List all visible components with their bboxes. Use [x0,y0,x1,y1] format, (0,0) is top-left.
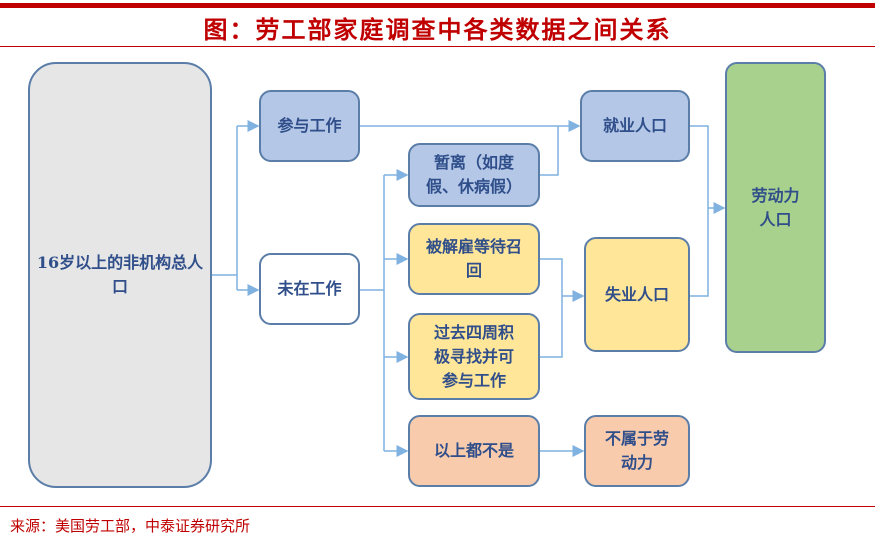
title-divider [0,46,875,47]
top-rule [0,3,875,8]
node-not-working: 未在工作 [259,253,360,325]
node-temp-absent: 暂离（如度假、休病假） [408,143,540,207]
node-total-population: 16岁以上的非机构总人口 [28,62,212,488]
node-seeking-work: 过去四周积极寻找并可参与工作 [408,313,540,400]
source-note: 来源：美国劳工部，中泰证券研究所 [10,517,251,535]
node-not-in-labor-force: 不属于劳动力 [584,415,690,487]
node-unemployed: 失业人口 [584,237,690,352]
node-employed: 就业人口 [580,90,690,162]
page-title: 图：劳工部家庭调查中各类数据之间关系 [203,15,672,44]
connector-absent [540,126,559,176]
connector-unemployed-trunk [540,258,563,358]
connector-total [212,126,238,290]
node-none: 以上都不是 [408,415,540,487]
connector-not-working-trunk [360,175,385,451]
node-laid-off: 被解雇等待召回 [408,223,540,295]
footer-divider [0,506,875,507]
connector-labor-trunk [690,125,709,297]
node-labor-force: 劳动力人口 [725,62,826,353]
node-working: 参与工作 [259,90,360,162]
